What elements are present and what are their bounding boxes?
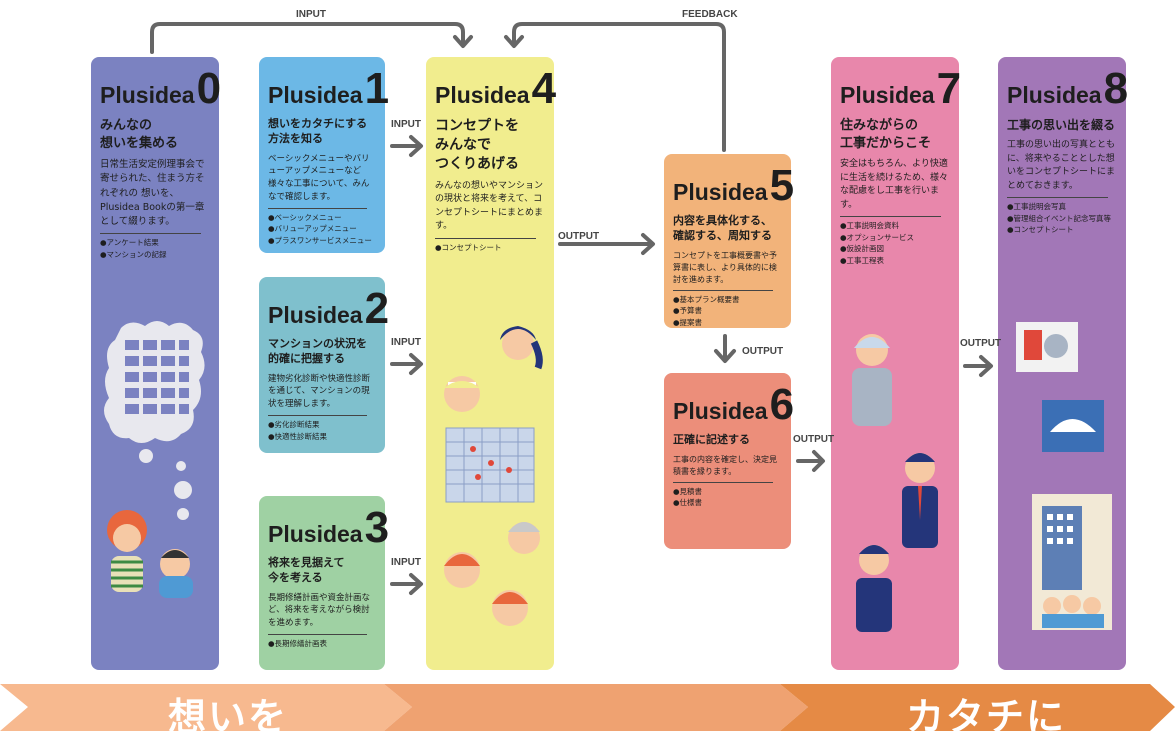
workers-icon — [852, 334, 938, 632]
label-input-2: INPUT — [391, 337, 421, 348]
card-items: ●劣化診断結果●快適性診断結果 — [268, 419, 328, 441]
card-title: みんなの 想いを集める — [100, 118, 179, 151]
card-items: ●アンケート結果●マンションの記録 — [100, 238, 167, 259]
card-brand: Plusidea7 — [840, 64, 962, 113]
photos-icon — [1016, 322, 1112, 630]
card-items: ●見積書●仕様書 — [673, 486, 703, 508]
card-brand: Plusidea2 — [268, 284, 390, 333]
label-input-top: INPUT — [296, 9, 326, 20]
card-title: 正確に記述する — [673, 433, 750, 446]
card-title: 工事の思い出を綴る — [1007, 118, 1116, 132]
card-plusidea-7: Plusidea7 住みながらの 工事だからこそ 安全はもちろん、より快適に生活… — [831, 57, 962, 670]
divider — [268, 207, 368, 209]
card-plusidea-5: Plusidea5 内容を具体化する、 確認する、周知する コンセプトを工事概要… — [664, 154, 795, 328]
card-title: 将来を見据えて 今を考える — [268, 556, 345, 584]
card-body: 工事の思い出の写真とともに、将来やることとした想いをコンセプトシートにまとめてお… — [1007, 140, 1116, 191]
divider — [435, 237, 537, 239]
label-input-1: INPUT — [391, 119, 421, 130]
divider — [673, 289, 774, 291]
card-items: ●ベーシックメニュー●バリューアップメニュー●プラスワンサービスメニュー — [268, 212, 372, 245]
card-plusidea-2: Plusidea2 マンションの状況を 的確に把握する 建物劣化診断や快適性診断… — [259, 277, 390, 453]
card-brand: Plusidea1 — [268, 64, 390, 113]
card-title: 住みながらの 工事だからこそ — [840, 118, 932, 151]
card-brand: Plusidea4 — [435, 64, 557, 113]
card-title: マンションの状況を 的確に把握する — [268, 337, 367, 365]
divider — [100, 233, 202, 235]
card-body: みんなの想いやマンションの現状と将来を考えて、コンセプトシートにまとめます。 — [435, 180, 544, 232]
card-brand: Plusidea0 — [100, 64, 222, 113]
card-plusidea-6: Plusidea6 正確に記述する 工事の内容を確定し、決定見積書を縁ります。 … — [664, 373, 795, 549]
label-output-7: OUTPUT — [960, 338, 1002, 349]
banner-right-text: カタチに — [906, 695, 1067, 739]
label-output-6: OUTPUT — [793, 434, 835, 445]
card-body: コンセプトを工事概要書や予算書に表し、より具体的に検討を進めます。 — [673, 250, 777, 284]
card-items: ●コンセプトシート — [435, 242, 502, 252]
divider — [673, 481, 774, 483]
card-items: ●工事説明会写真●管理組合イベント記念写真等●コンセプトシート — [1007, 202, 1112, 235]
label-output-4: OUTPUT — [558, 231, 600, 242]
card-title: 想いをカタチにする 方法を知る — [268, 117, 368, 145]
divider — [268, 633, 368, 635]
divider — [1007, 197, 1109, 199]
people-and-sheet-icon — [444, 326, 543, 626]
thought-bubble-building-icon — [104, 321, 205, 598]
card-brand: Plusidea3 — [268, 503, 390, 552]
card-brand: Plusidea6 — [673, 380, 795, 429]
label-feedback: FEEDBACK — [682, 9, 738, 20]
card-items: ●工事説明会資料●オプションサービス●仮設計画図●工事工程表 — [840, 221, 915, 265]
label-output-5: OUTPUT — [742, 346, 784, 357]
card-body: 建物劣化診断や快適性診断を通じて、マンションの現状を理解します。 — [268, 373, 371, 410]
card-body: 安全はもちろん、より快適に生活を続けるため、様々な配慮をし工事を行います。 — [840, 159, 949, 210]
card-body: ベーシックメニューやバリューアップメニューなど様々な工事について、みんなで確認し… — [268, 153, 370, 202]
card-items: ●長期修繕計画表 — [268, 638, 328, 648]
card-brand: Plusidea8 — [1007, 64, 1129, 113]
card-title: 内容を具体化する、 確認する、周知する — [673, 214, 772, 242]
card-body: 日常生活安定例理事会で寄せられた、住まう方それぞれの 想いを、Plusidea … — [100, 159, 205, 228]
divider — [840, 216, 942, 218]
label-input-3: INPUT — [391, 557, 421, 568]
card-plusidea-1: Plusidea1 想いをカタチにする 方法を知る ベーシックメニューやバリュー… — [259, 57, 390, 253]
card-brand: Plusidea5 — [673, 161, 795, 210]
card-items: ●基本プラン概要書●予算書●提案書 — [673, 294, 740, 327]
divider — [268, 414, 368, 416]
card-body: 長期修繕計画や資金計画など、将来を考えながら検討を進めます。 — [268, 592, 371, 629]
banner-left-text: 想いを — [168, 695, 289, 739]
card-plusidea-3: Plusidea3 将来を見据えて 今を考える 長期修繕計画や資金計画など、将来… — [259, 496, 390, 670]
card-body: 工事の内容を確定し、決定見積書を縁ります。 — [673, 454, 777, 476]
progress-banner — [0, 684, 1175, 731]
card-title: コンセプトを みんなで つくりあげる — [435, 118, 519, 172]
